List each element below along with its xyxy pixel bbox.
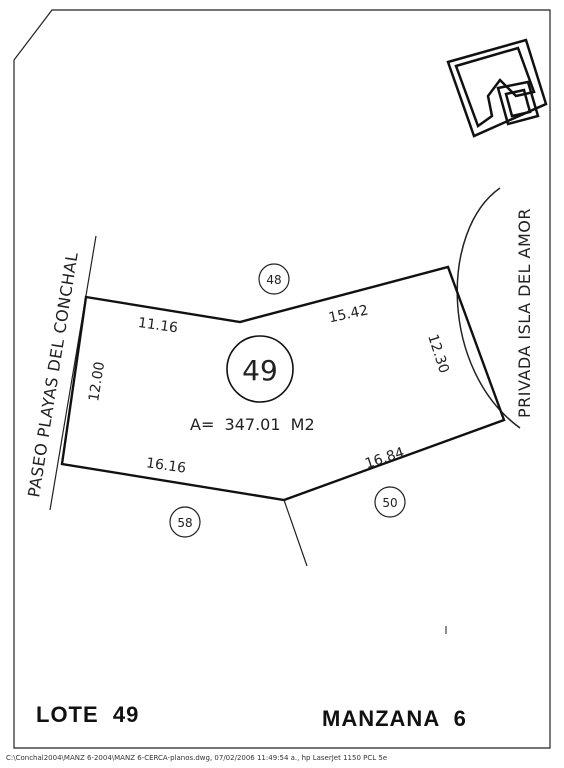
dim-top-left: 11.16 [137, 315, 179, 336]
dim-top-right: 15.42 [327, 302, 370, 326]
dim-left: 12.00 [86, 361, 108, 403]
neighbor-southwest-circle [169, 506, 201, 538]
dim-right: 12.30 [424, 332, 452, 375]
logo-icon [446, 38, 548, 138]
sheet-border [13, 9, 551, 749]
lot-number-circle [226, 335, 294, 403]
dim-bottom-right: 16.84 [363, 445, 406, 473]
neighbor-north-circle [258, 263, 290, 295]
street-line-left [49, 235, 97, 511]
dim-bottom-left: 16.16 [145, 455, 187, 476]
street-name-right: PRIVADA ISLA DEL AMOR [515, 208, 534, 418]
neighbor-north: 48 [266, 273, 281, 287]
lot-area: A= 347.01 M2 [190, 415, 315, 434]
neighbor-southeast-circle [374, 486, 406, 518]
neighbor-southwest: 58 [177, 516, 192, 530]
cul-de-sac-curve [456, 187, 521, 429]
neighbor-southeast: 50 [382, 496, 397, 510]
divider-south [283, 499, 308, 567]
lot-boundary [60, 265, 506, 502]
footer-file-path: C:\Conchal2004\MANZ 6-2004\MANZ 6-CERCA-… [6, 754, 387, 762]
lot-number: 49 [242, 354, 278, 387]
manzana-title: MANZANA 6 [322, 706, 467, 731]
lote-title: LOTE 49 [36, 702, 139, 727]
